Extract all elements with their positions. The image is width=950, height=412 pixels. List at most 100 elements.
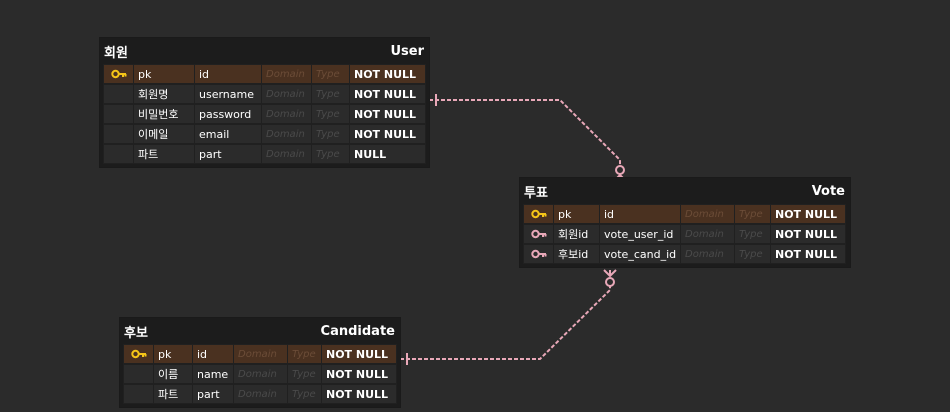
- key-cell[interactable]: [523, 244, 553, 264]
- entity-logical-name: 후보: [124, 325, 148, 341]
- constraint-cell[interactable]: NOT NULL: [770, 224, 846, 244]
- physical-name-cell[interactable]: username: [194, 84, 261, 104]
- domain-cell[interactable]: Domain: [233, 344, 287, 364]
- logical-name-cell[interactable]: 파트: [153, 384, 192, 404]
- domain-cell[interactable]: Domain: [680, 204, 734, 224]
- logical-name-cell[interactable]: pk: [553, 204, 599, 224]
- physical-name-cell[interactable]: id: [192, 344, 233, 364]
- user-vote-relation-line: [429, 99, 621, 170]
- type-cell[interactable]: Type: [734, 244, 770, 264]
- constraint-cell[interactable]: NOT NULL: [349, 104, 426, 124]
- entity-header[interactable]: 후보 Candidate: [120, 318, 400, 344]
- logical-name-cell[interactable]: 비밀번호: [133, 104, 194, 124]
- entity-physical-name: User: [390, 43, 424, 59]
- logical-name-cell[interactable]: 후보id: [553, 244, 599, 264]
- key-cell[interactable]: [523, 204, 553, 224]
- key-cell[interactable]: [103, 84, 133, 104]
- entity-header[interactable]: 회원 User: [100, 38, 429, 64]
- type-cell[interactable]: Type: [311, 64, 349, 84]
- physical-name-cell[interactable]: part: [192, 384, 233, 404]
- domain-cell[interactable]: Domain: [233, 384, 287, 404]
- domain-cell[interactable]: Domain: [261, 124, 311, 144]
- logical-name-cell[interactable]: pk: [153, 344, 192, 364]
- physical-name-cell[interactable]: name: [192, 364, 233, 384]
- type-cell[interactable]: Type: [311, 144, 349, 164]
- constraint-cell[interactable]: NOT NULL: [321, 364, 397, 384]
- constraint-cell[interactable]: NOT NULL: [349, 64, 426, 84]
- key-cell[interactable]: [103, 64, 133, 84]
- logical-name-cell[interactable]: 파트: [133, 144, 194, 164]
- logical-name-cell[interactable]: 회원명: [133, 84, 194, 104]
- logical-name-cell[interactable]: 회원id: [553, 224, 599, 244]
- foreign-key-icon: [530, 249, 546, 259]
- type-cell[interactable]: Type: [734, 224, 770, 244]
- candidate-vote-relation-line: [400, 278, 611, 360]
- key-cell[interactable]: [103, 124, 133, 144]
- key-cell[interactable]: [103, 144, 133, 164]
- key-cell[interactable]: [123, 384, 153, 404]
- vote-many-marker-bottom: [603, 269, 617, 278]
- physical-name-cell[interactable]: password: [194, 104, 261, 124]
- logical-name-cell[interactable]: 이름: [153, 364, 192, 384]
- type-cell[interactable]: Type: [287, 344, 321, 364]
- constraint-cell[interactable]: NOT NULL: [770, 204, 846, 224]
- domain-cell[interactable]: Domain: [261, 144, 311, 164]
- foreign-key-icon: [530, 229, 546, 239]
- entity-logical-name: 투표: [524, 185, 548, 201]
- physical-name-cell[interactable]: vote_cand_id: [599, 244, 680, 264]
- domain-cell[interactable]: Domain: [261, 84, 311, 104]
- key-cell[interactable]: [123, 344, 153, 364]
- constraint-cell[interactable]: NOT NULL: [770, 244, 846, 264]
- key-icon: [130, 349, 146, 359]
- physical-name-cell[interactable]: part: [194, 144, 261, 164]
- physical-name-cell[interactable]: vote_user_id: [599, 224, 680, 244]
- domain-cell[interactable]: Domain: [233, 364, 287, 384]
- domain-cell[interactable]: Domain: [261, 64, 311, 84]
- constraint-cell[interactable]: NOT NULL: [321, 384, 397, 404]
- physical-name-cell[interactable]: email: [194, 124, 261, 144]
- type-cell[interactable]: Type: [287, 384, 321, 404]
- key-cell[interactable]: [123, 364, 153, 384]
- key-cell[interactable]: [103, 104, 133, 124]
- type-cell[interactable]: Type: [287, 364, 321, 384]
- domain-cell[interactable]: Domain: [680, 244, 734, 264]
- logical-name-cell[interactable]: pk: [133, 64, 194, 84]
- type-cell[interactable]: Type: [734, 204, 770, 224]
- logical-name-cell[interactable]: 이메일: [133, 124, 194, 144]
- key-icon: [110, 69, 126, 79]
- constraint-cell[interactable]: NOT NULL: [349, 84, 426, 104]
- physical-name-cell[interactable]: id: [194, 64, 261, 84]
- domain-cell[interactable]: Domain: [261, 104, 311, 124]
- type-cell[interactable]: Type: [311, 104, 349, 124]
- key-cell[interactable]: [523, 224, 553, 244]
- type-cell[interactable]: Type: [311, 124, 349, 144]
- physical-name-cell[interactable]: id: [599, 204, 680, 224]
- constraint-cell[interactable]: NOT NULL: [349, 124, 426, 144]
- entity-physical-name: Candidate: [320, 323, 395, 339]
- constraint-cell[interactable]: NOT NULL: [321, 344, 397, 364]
- entity-logical-name: 회원: [104, 45, 128, 61]
- type-cell[interactable]: Type: [311, 84, 349, 104]
- constraint-cell[interactable]: NULL: [349, 144, 426, 164]
- key-icon: [530, 209, 546, 219]
- domain-cell[interactable]: Domain: [680, 224, 734, 244]
- vote-zero-marker-top: [615, 165, 625, 175]
